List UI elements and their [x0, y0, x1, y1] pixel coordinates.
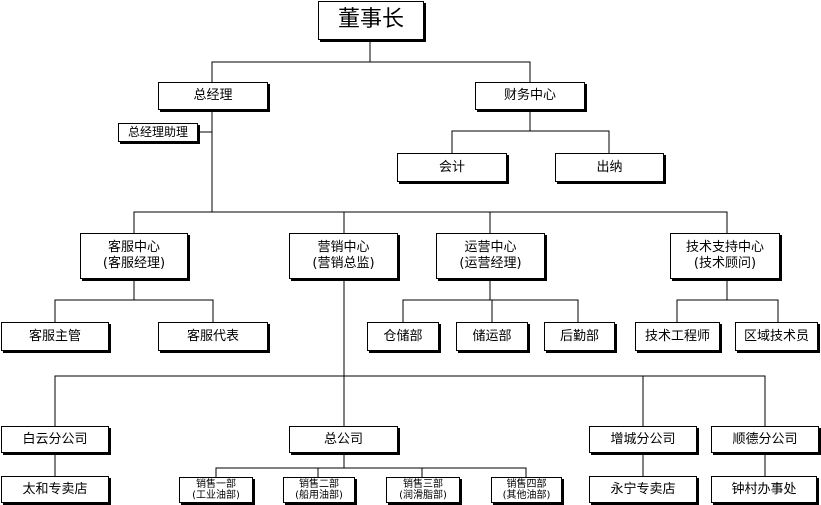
node-label: 出纳: [596, 159, 623, 175]
node-label: 董事长: [337, 7, 404, 33]
connector-centers: [133, 211, 728, 233]
node-label: 运营中心: [464, 240, 517, 256]
node-sublabel: (船用油部): [295, 490, 343, 501]
connector-ops: [402, 299, 579, 322]
connector-chairman: [211, 61, 531, 82]
node-warehouse: 仓储部: [367, 322, 439, 351]
node-sublabel: (润滑脂部): [399, 490, 447, 501]
node-regional-tech: 区域技术员: [735, 322, 818, 351]
node-label: 技术支持中心: [685, 240, 764, 256]
node-sales-dept-4: 销售四部 (其他油部): [491, 477, 562, 503]
node-label: 增城分公司: [610, 431, 676, 447]
node-sublabel: (其他油部): [502, 490, 551, 501]
node-sales-dept-2: 销售二部 (船用油部): [283, 477, 355, 503]
node-accountant: 会计: [397, 153, 507, 182]
node-sublabel: (运营经理): [459, 256, 522, 271]
node-label: 后勤部: [559, 328, 599, 344]
node-shunde-branch: 顺德分公司: [711, 426, 819, 453]
node-label: 顺德分公司: [732, 431, 798, 447]
node-head-office: 总公司: [289, 426, 398, 453]
node-label: 永宁专卖店: [610, 481, 676, 497]
node-finance-center: 财务中心: [475, 82, 585, 110]
node-general-manager: 总经理: [158, 82, 268, 110]
node-tech-engineer: 技术工程师: [635, 322, 720, 351]
node-label: 储运部: [472, 328, 512, 344]
node-label: 客服中心: [107, 240, 160, 256]
node-label: 财务中心: [503, 88, 556, 104]
node-sales-dept-1: 销售一部 (工业油部): [179, 477, 253, 503]
node-label: 销售二部: [299, 478, 339, 490]
node-cs-center: 客服中心 (客服经理): [80, 233, 188, 279]
node-sales-center: 营销中心 (营销总监): [289, 233, 398, 279]
node-label: 客服代表: [186, 328, 239, 344]
node-label: 太和专卖店: [22, 481, 88, 497]
node-chairman: 董事长: [318, 1, 424, 40]
node-sales-dept-3: 销售三部 (润滑脂部): [386, 477, 460, 503]
node-sublabel: (技术顾问): [693, 256, 757, 271]
node-label: 仓储部: [383, 328, 423, 344]
node-label: 销售三部: [403, 478, 443, 490]
node-label: 销售四部: [506, 478, 547, 490]
node-sublabel: (工业油部): [192, 490, 240, 501]
node-taihe-store: 太和专卖店: [1, 476, 109, 503]
node-logistics: 储运部: [456, 322, 528, 351]
node-tech-center: 技术支持中心 (技术顾问): [670, 233, 780, 279]
connector-branches: [54, 375, 766, 426]
node-cs-supervisor: 客服主管: [1, 322, 109, 351]
node-label: 白云分公司: [22, 431, 88, 447]
node-zhongcun-office: 钟村办事处: [711, 476, 817, 503]
connector-sales-depts: [215, 467, 527, 477]
node-sublabel: (营销总监): [312, 256, 375, 271]
connector-cs: [54, 299, 214, 322]
node-label: 技术工程师: [644, 328, 710, 344]
node-label: 销售一部: [196, 478, 236, 490]
node-baiyun-branch: 白云分公司: [1, 426, 109, 453]
node-sublabel: (客服经理): [102, 256, 166, 271]
node-cashier: 出纳: [555, 153, 664, 182]
node-label: 总公司: [323, 431, 363, 447]
node-label: 会计: [438, 159, 465, 175]
node-label: 区域技术员: [743, 328, 809, 344]
node-label: 客服主管: [28, 328, 81, 344]
node-yongning-store: 永宁专卖店: [589, 476, 697, 503]
node-logistics-support: 后勤部: [544, 322, 615, 351]
node-ops-center: 运营中心 (运营经理): [436, 233, 545, 279]
node-cs-rep: 客服代表: [158, 322, 268, 351]
node-label: 总经理助理: [127, 125, 188, 140]
node-gm-assistant: 总经理助理: [118, 123, 198, 142]
node-zengcheng-branch: 增城分公司: [589, 426, 697, 453]
connector-tech: [676, 299, 779, 322]
node-label: 总经理: [193, 88, 233, 104]
node-label: 营销中心: [317, 240, 370, 256]
connector-finance: [451, 130, 610, 153]
node-label: 钟村办事处: [731, 481, 797, 497]
